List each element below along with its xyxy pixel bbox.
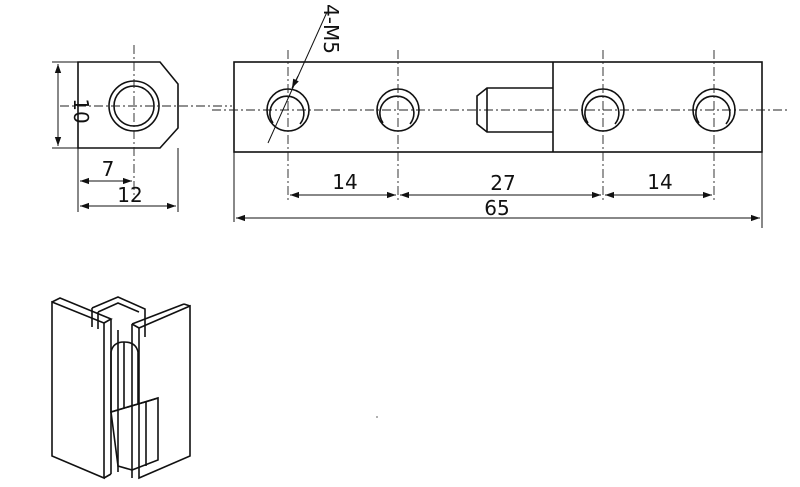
iso-right-leaf (138, 304, 191, 480)
side-hole-offset-label: 7 (102, 157, 115, 181)
spacing-left-label: 14 (332, 170, 357, 194)
overall-length-dimension: 65 (236, 196, 760, 222)
mounting-hole-1 (266, 50, 310, 200)
spacing-middle-label: 27 (490, 171, 515, 195)
hinge-pin (476, 87, 553, 133)
side-height-label: 10 (69, 98, 93, 123)
spacing-right-dimension: 14 (605, 170, 712, 199)
spacing-middle-dimension: 27 (400, 171, 601, 199)
iso-left-leaf (51, 300, 105, 480)
side-width-dimension: 12 (80, 148, 179, 212)
isometric-view (51, 296, 191, 480)
thread-callout: 4-M5 (267, 4, 343, 144)
front-view (212, 50, 790, 200)
side-height-dimension: 10 (52, 61, 93, 149)
iso-hinge-pin (110, 341, 139, 414)
front-dimension-extensions (233, 152, 763, 228)
mounting-hole-2 (376, 50, 420, 200)
front-view-outline (233, 61, 763, 153)
overall-length-label: 65 (484, 196, 509, 220)
stray-mark (376, 416, 378, 418)
iso-left-leaf-edge (51, 297, 113, 324)
thread-callout-label: 4-M5 (319, 4, 343, 54)
mounting-hole-4 (692, 50, 736, 200)
mounting-hole-3 (581, 50, 625, 200)
side-hole-offset-dimension: 7 (77, 148, 132, 212)
spacing-right-label: 14 (647, 170, 672, 194)
iso-back-flange (91, 296, 146, 337)
side-width-label: 12 (117, 183, 142, 207)
spacing-left-dimension: 14 (290, 170, 396, 199)
